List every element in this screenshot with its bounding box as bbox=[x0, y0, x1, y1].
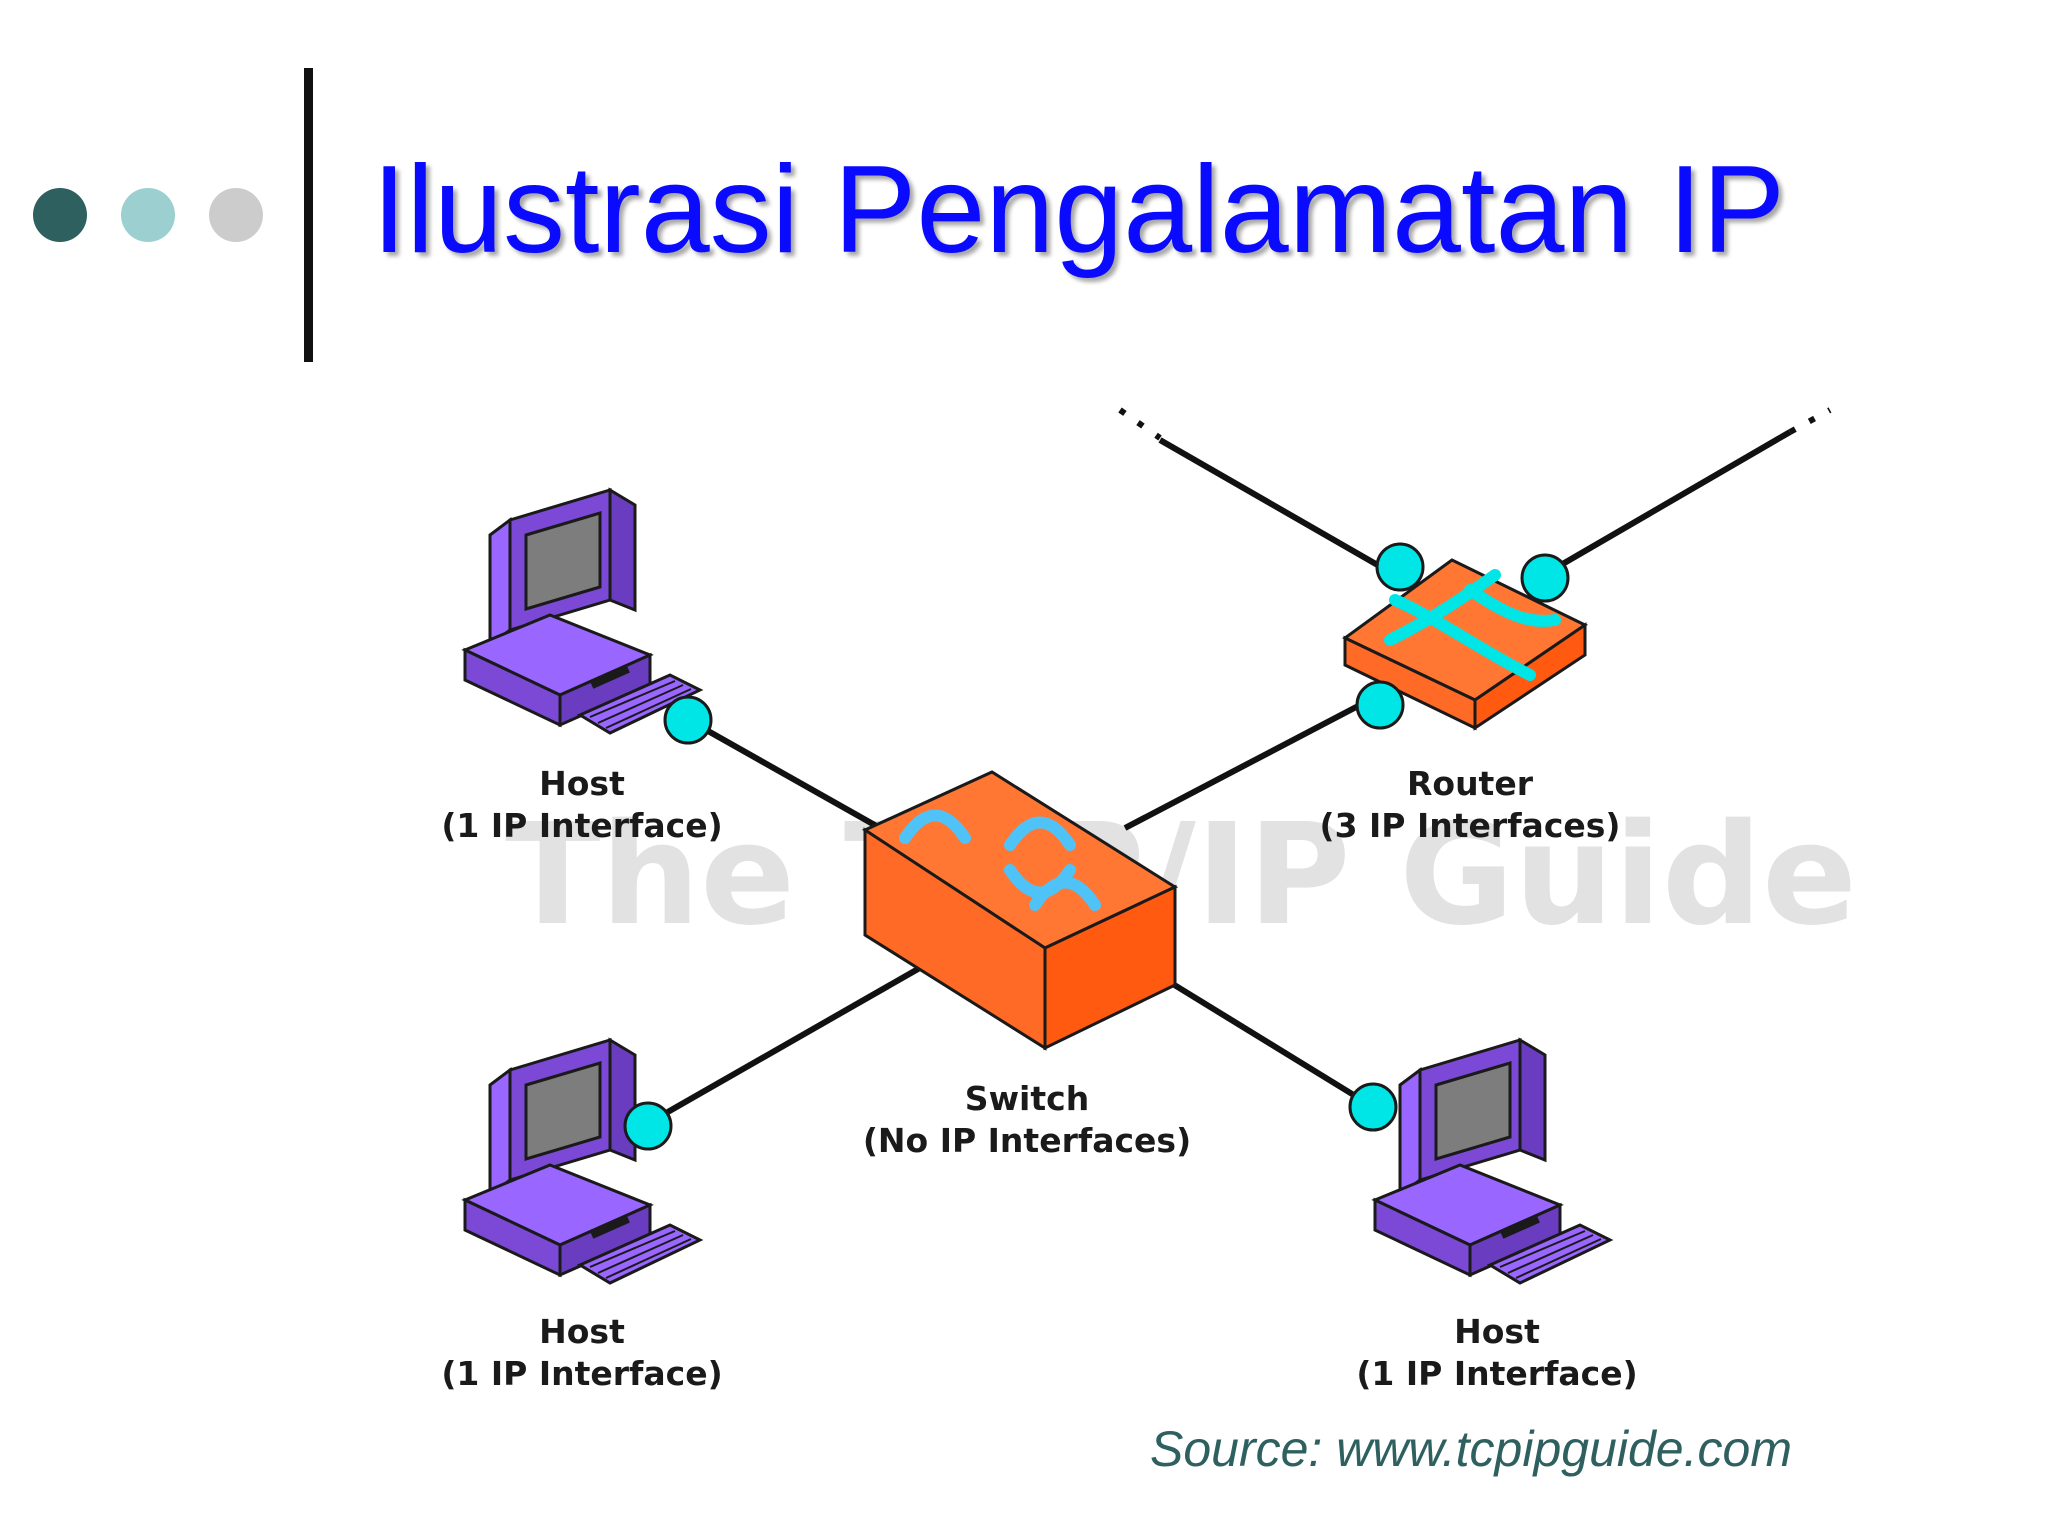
bullet-dot-dark bbox=[33, 188, 87, 242]
router-label: Router bbox=[1407, 764, 1534, 803]
host-bottom-right-sublabel: (1 IP Interface) bbox=[1356, 1354, 1637, 1393]
bullet-dot-light bbox=[121, 188, 175, 242]
host-top-left-label: Host bbox=[539, 764, 625, 803]
computer-icon bbox=[463, 1038, 702, 1285]
slide-title: Ilustrasi Pengalamatan IP bbox=[372, 141, 1785, 279]
switch-sublabel: (No IP Interfaces) bbox=[863, 1121, 1191, 1160]
bullet-dot-gray bbox=[209, 188, 263, 242]
router-sublabel: (3 IP Interfaces) bbox=[1320, 806, 1621, 845]
source-caption: Source: www.tcpipguide.com bbox=[1150, 1421, 1792, 1477]
ip-interface-dots bbox=[623, 542, 1570, 1151]
title-divider bbox=[304, 68, 313, 362]
computer-icon bbox=[1373, 1038, 1612, 1285]
host-bottom-right-label: Host bbox=[1454, 1312, 1540, 1351]
network-cables bbox=[643, 429, 1792, 1128]
computer-icon bbox=[463, 488, 702, 735]
host-bottom-left-sublabel: (1 IP Interface) bbox=[441, 1354, 722, 1393]
switch-label: Switch bbox=[965, 1079, 1089, 1118]
dotted-continuation bbox=[1118, 407, 1832, 441]
switch-icon bbox=[861, 770, 1179, 1051]
router-icon bbox=[1342, 558, 1588, 731]
host-bottom-left-label: Host bbox=[539, 1312, 625, 1351]
host-top-left-sublabel: (1 IP Interface) bbox=[441, 806, 722, 845]
watermark-text: The TCP/IP Guide bbox=[505, 794, 1857, 957]
